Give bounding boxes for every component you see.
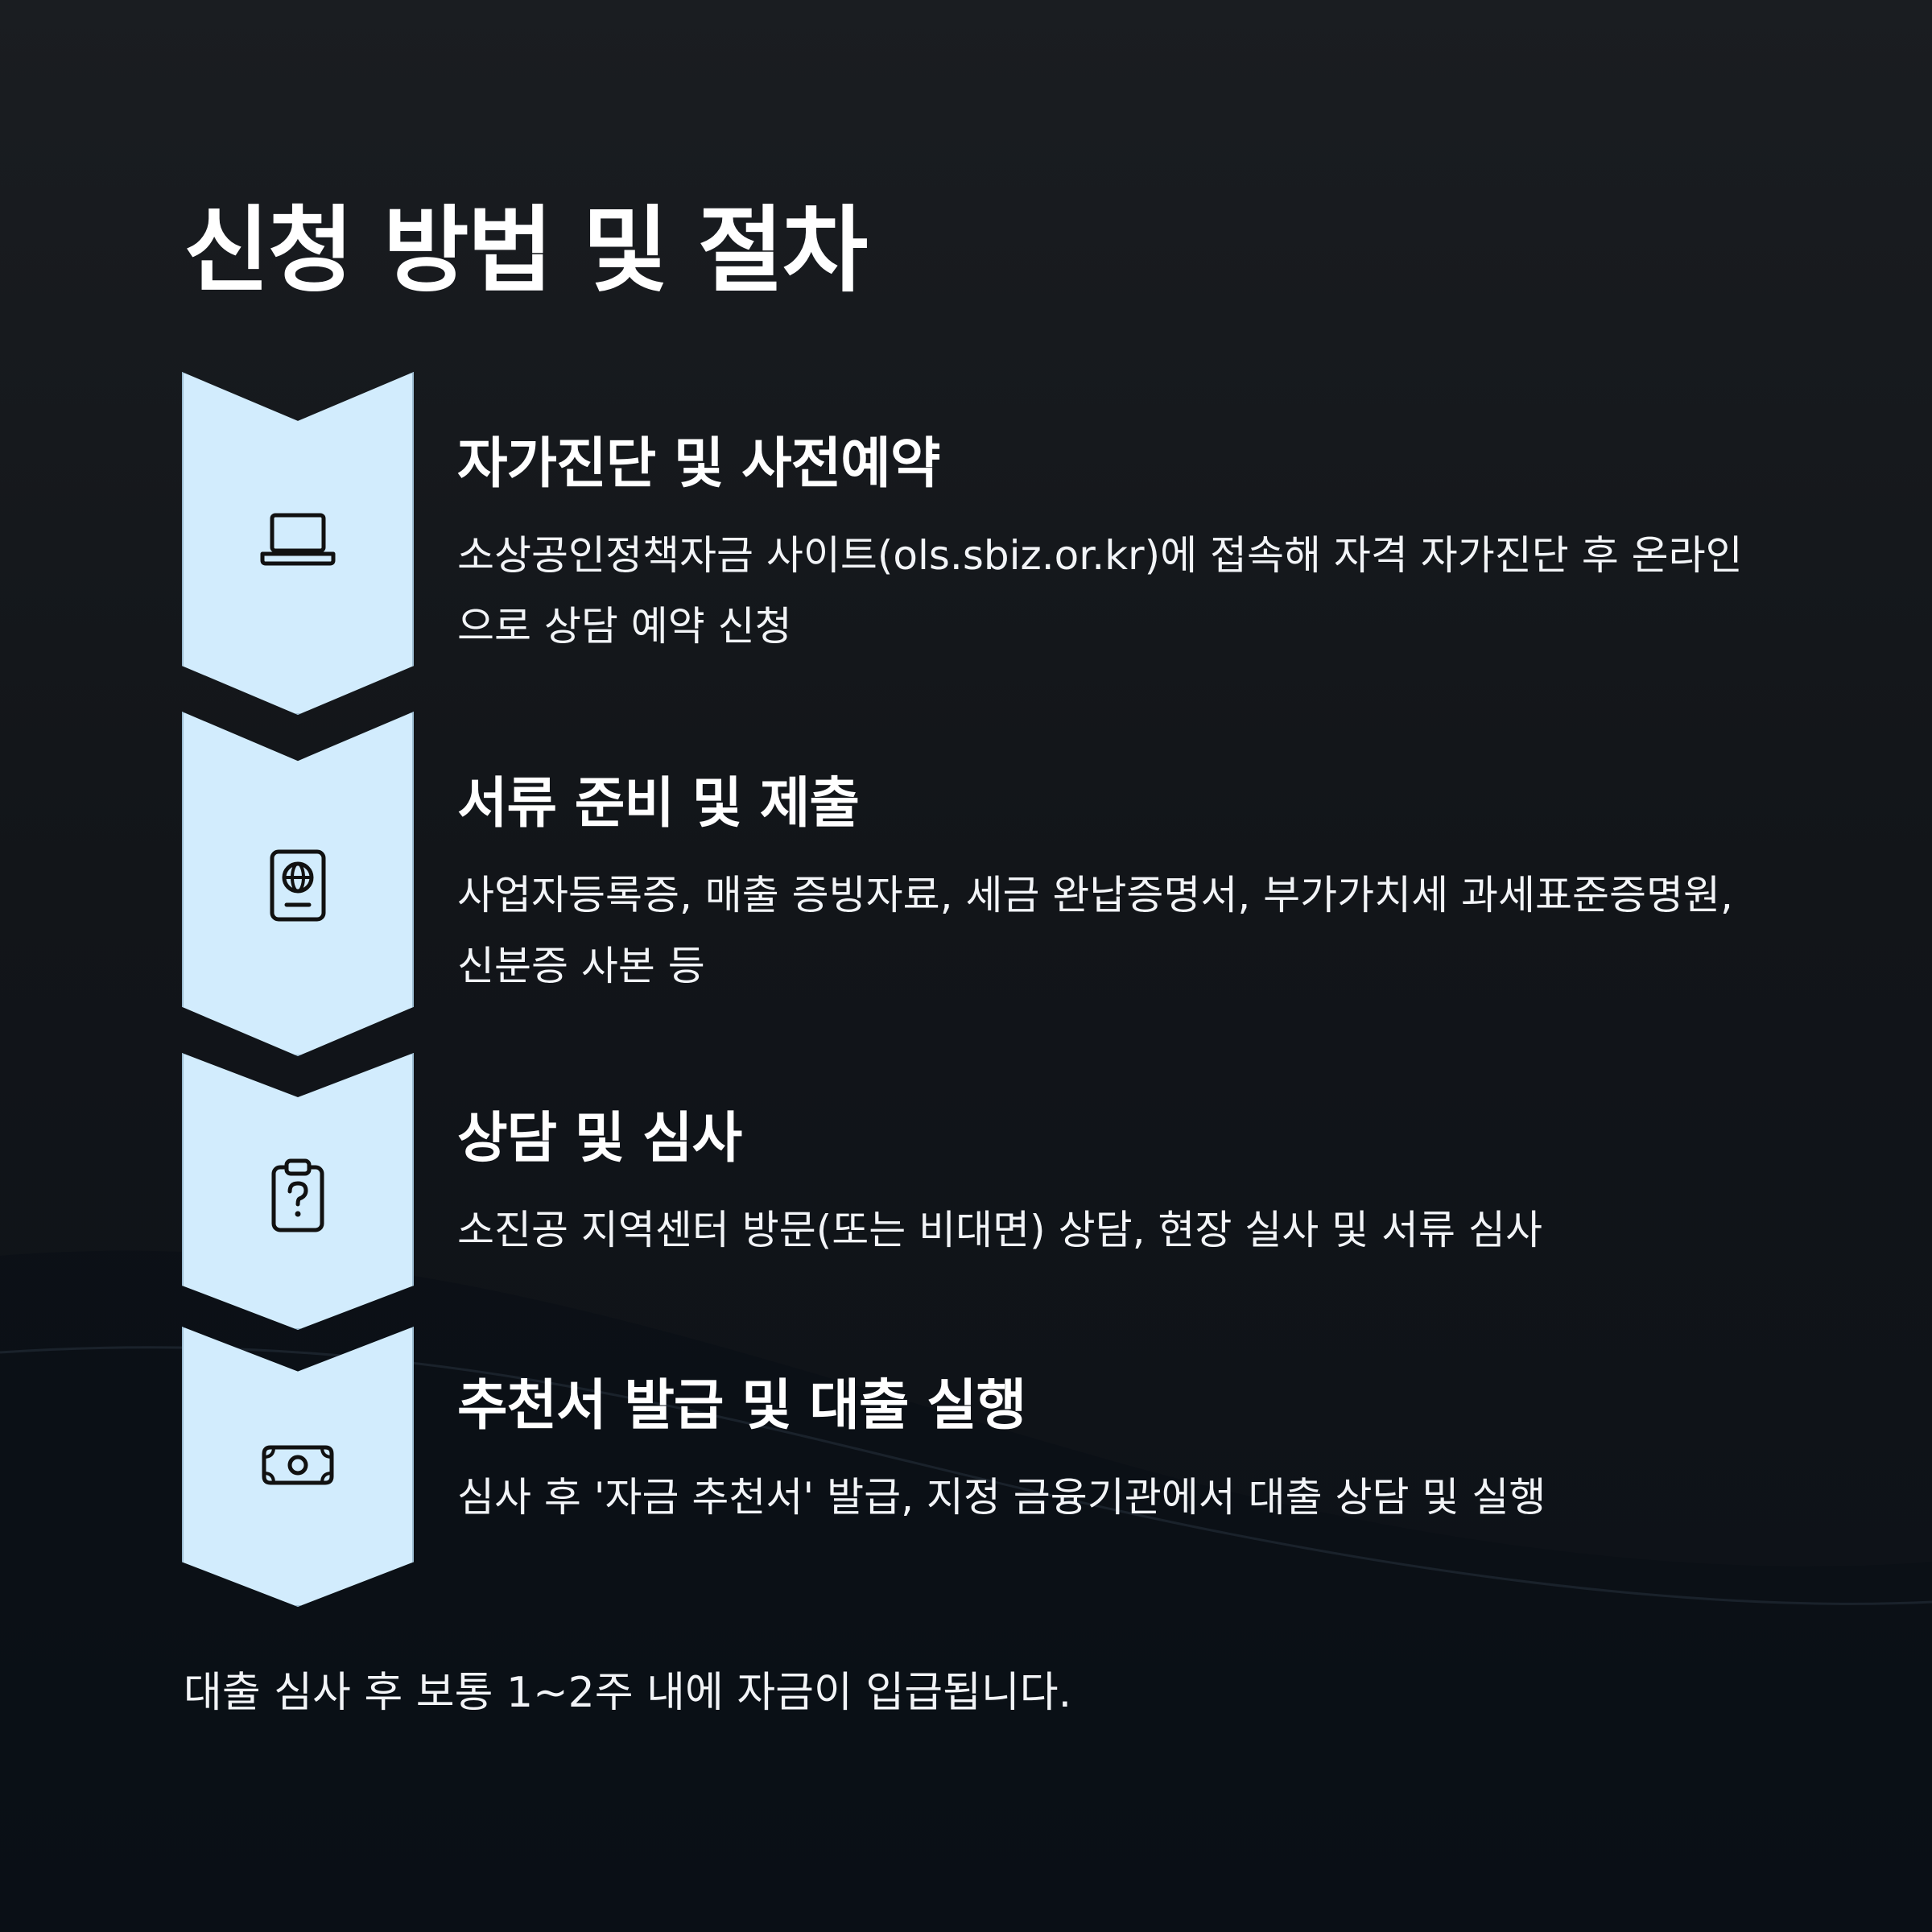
footer-note: 대출 심사 후 보통 1~2주 내에 자금이 입급됩니다.: [184, 1669, 1072, 1717]
step-2-title: 서류 준비 및 제출: [457, 772, 860, 836]
money-bill-icon: [256, 1423, 340, 1507]
step-3-title: 상담 및 심사: [457, 1107, 742, 1170]
passport-icon: [256, 844, 340, 927]
step-2-description: 사업자등록증, 매출 증빙자료, 세금 완납증명서, 부가가치세 과세표준증명원…: [457, 872, 1733, 989]
step-3-chevron: [182, 1053, 414, 1330]
step-2-chevron: [182, 712, 414, 1056]
step-1-description: 소상공인정책자금 사이트(ols.sbiz.or.kr)에 접속해 자격 자가진…: [457, 532, 1743, 650]
laptop-icon: [256, 501, 340, 584]
step-3-description: 소진공 지역센터 방문(또는 비대면) 상담, 현장 실사 및 서류 심사: [457, 1207, 1542, 1253]
clipboard-question-icon: [256, 1153, 340, 1236]
step-4-description: 심사 후 '자금 추천서' 발급, 지정 금융기관에서 대출 상담 및 실행: [457, 1474, 1546, 1521]
step-4-chevron: [182, 1327, 414, 1607]
page-title: 신청 방법 및 절차: [184, 196, 868, 305]
step-1-title: 자가진단 및 사전예약: [457, 432, 940, 496]
step-4-title: 추천서 발급 및 대출 실행: [457, 1374, 1026, 1438]
